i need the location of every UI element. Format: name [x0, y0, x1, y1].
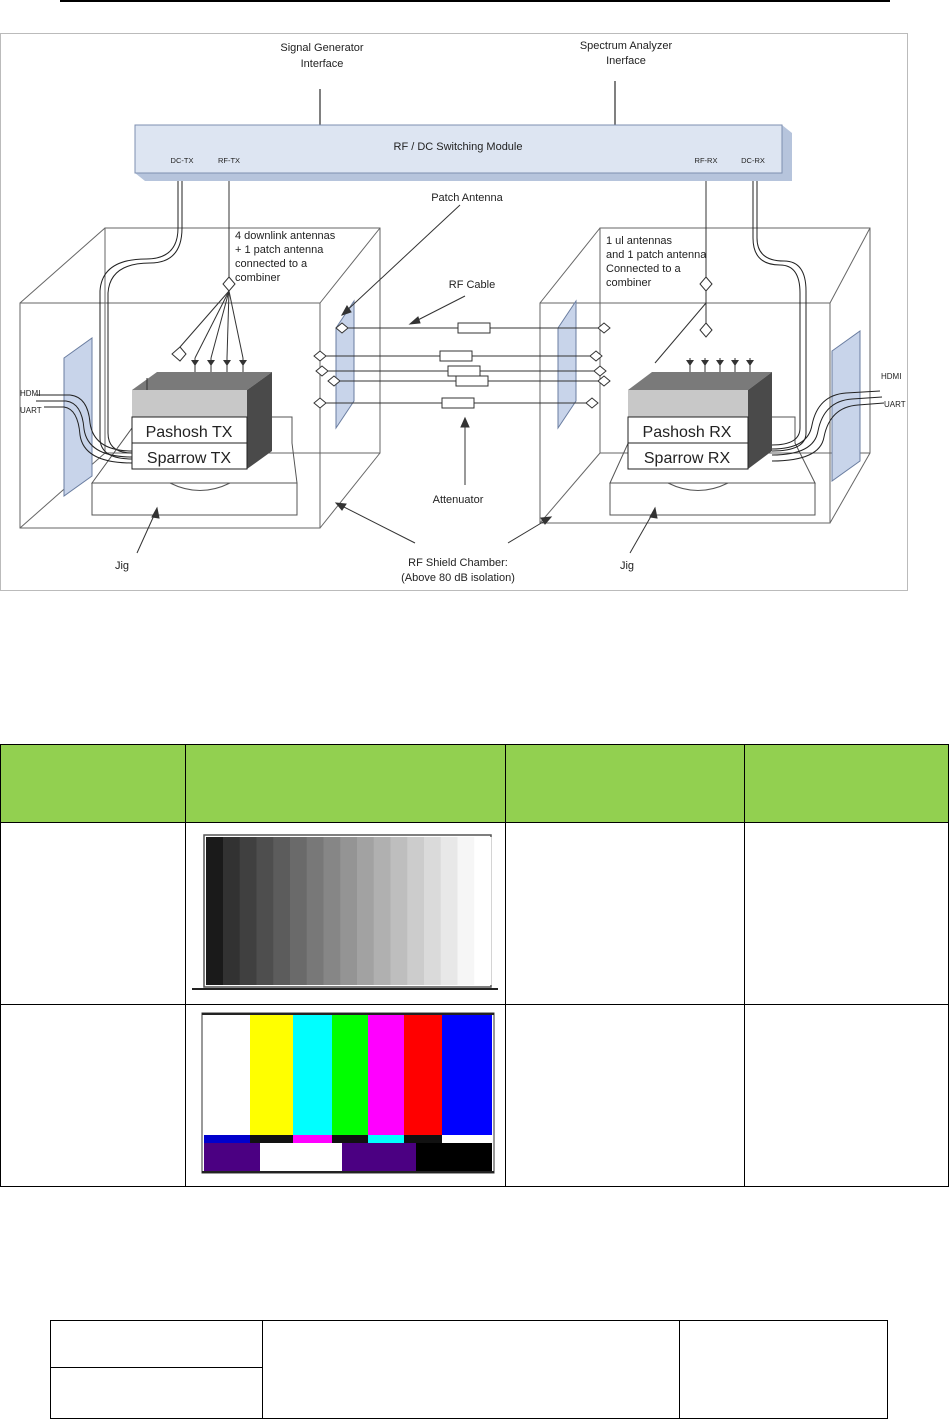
gray-bar — [423, 837, 441, 985]
table-row — [50, 1320, 888, 1419]
patch-antenna-label: Patch Antenna — [431, 192, 503, 204]
gray-bar — [323, 837, 341, 985]
rf-tx-label: RF-TX — [218, 156, 240, 165]
header-cell-2 — [184, 744, 506, 823]
color-bars-pattern-image — [201, 1012, 495, 1174]
svg-text:4 downlink antennas+ 1 patch a: 4 downlink antennas + 1 patch antenna conn… — [235, 230, 336, 284]
dc-tx-label: DC-TX — [171, 156, 194, 165]
jig-right-label: Jig — [620, 560, 634, 572]
table-row — [0, 822, 949, 1005]
rf-rx-label: RF-RX — [695, 156, 718, 165]
tx-note-line-1: 4 downlink antennas — [235, 230, 336, 242]
attenuator-label: Attenuator — [433, 494, 484, 506]
tx-note-line-2: + 1 patch antenna — [235, 244, 324, 256]
tx-note-line-3: connected to a — [235, 258, 308, 270]
spectrum-analyzer-label-1: Spectrum Analyzer — [580, 40, 673, 52]
grayscale-pattern-image — [191, 834, 498, 990]
tx-note-line-4: combiner — [235, 272, 281, 284]
uart-left-label: UART — [20, 406, 42, 415]
hdmi-right-label: HDMI — [881, 372, 901, 381]
table-row — [0, 1004, 949, 1187]
gray-bar — [205, 837, 223, 985]
table-row — [50, 1367, 888, 1419]
test-pattern-table — [0, 744, 949, 1187]
pashosh-tx-label: Pashosh TX — [146, 424, 233, 441]
gray-bar — [406, 837, 425, 985]
gray-bar — [390, 837, 408, 985]
shield-chamber-label-1: RF Shield Chamber: — [408, 557, 508, 569]
rx-note-line-4: combiner — [606, 277, 652, 289]
gray-bar — [457, 837, 475, 985]
gray-bar — [440, 837, 458, 985]
gray-bar — [272, 837, 291, 985]
header-cell-4 — [744, 744, 949, 823]
gray-bar — [473, 837, 492, 985]
switching-module-box — [134, 124, 783, 174]
gray-bar — [306, 837, 324, 985]
gray-bar — [239, 837, 257, 985]
switching-module-label: RF / DC Switching Module — [394, 141, 523, 153]
signal-generator-label-2: Interface — [301, 58, 344, 70]
shield-chamber-label-2: (Above 80 dB isolation) — [401, 572, 515, 584]
pashosh-rx-label: Pashosh RX — [643, 424, 732, 441]
header-cell-3 — [504, 744, 746, 823]
page-top-rule — [60, 0, 890, 2]
hdmi-left-label: HDMI — [20, 389, 40, 398]
jig-left-label: Jig — [115, 560, 129, 572]
spectrum-analyzer-label-2: Inerface — [606, 55, 646, 67]
header-cell-1 — [0, 744, 186, 823]
gray-bar — [373, 837, 391, 985]
rx-note-line-1: 1 ul antennas — [606, 235, 673, 247]
gray-bar — [289, 837, 307, 985]
gray-bar — [222, 837, 240, 985]
rf-cable-label: RF Cable — [449, 279, 495, 291]
table-header-row — [0, 744, 949, 823]
rx-note-line-3: Connected to a — [606, 263, 681, 275]
sparrow-tx-label: Sparrow TX — [147, 450, 232, 467]
svg-text:RF Shield Chamber:(Above 80 dB: RF Shield Chamber: (Above 80 dB isolation… — [401, 557, 515, 584]
uart-right-label: UART — [884, 400, 906, 409]
rx-note-line-2: and 1 patch antenna — [606, 249, 707, 261]
gray-bar — [256, 837, 274, 985]
signature-table — [50, 1320, 888, 1419]
sparrow-rx-label: Sparrow RX — [644, 450, 731, 467]
dc-rx-label: DC-RX — [741, 156, 765, 165]
gray-bar — [356, 837, 374, 985]
signal-generator-label-1: Signal Generator — [280, 42, 363, 54]
gray-bar — [339, 837, 358, 985]
